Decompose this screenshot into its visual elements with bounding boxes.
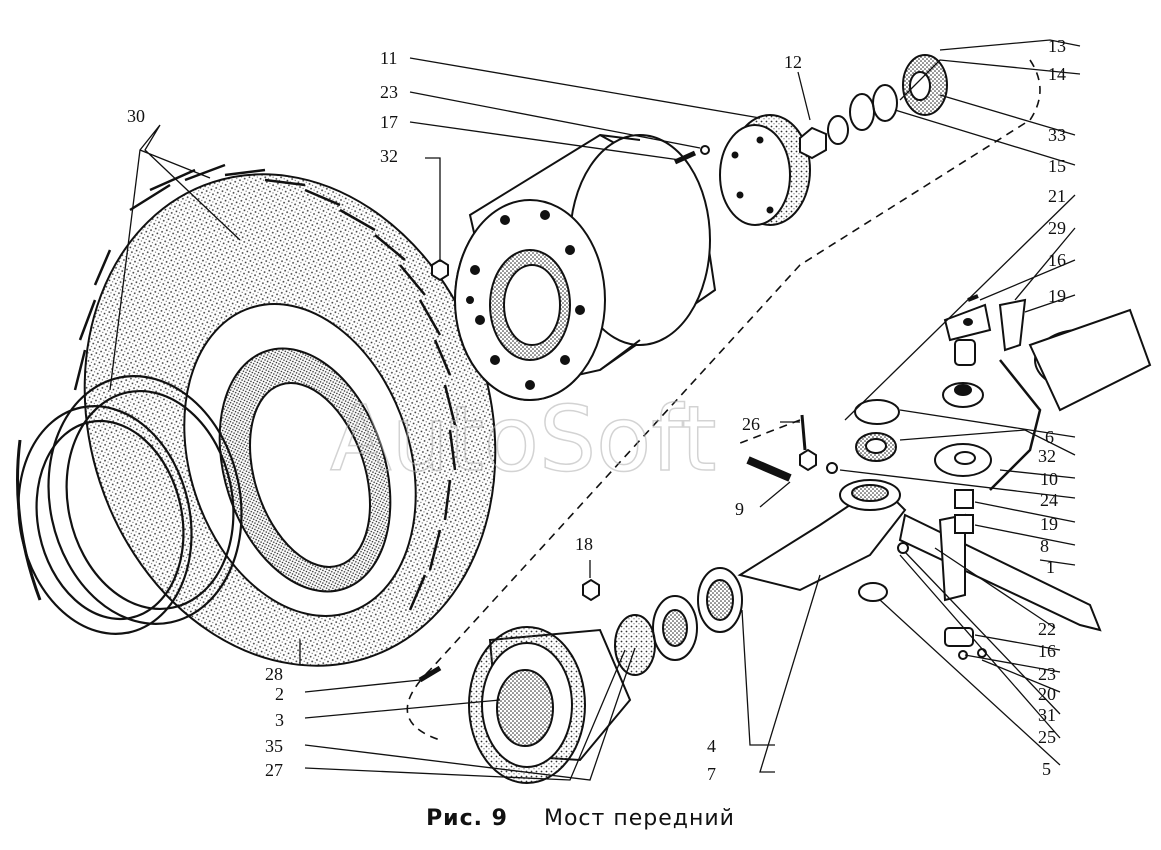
callout-15: 15 [1048, 156, 1066, 176]
callout-11: 11 [380, 48, 397, 68]
callout-21: 22 [1038, 619, 1056, 639]
figure-caption: Рис. 9 Мост передний [0, 806, 1161, 831]
fasteners [418, 145, 987, 683]
callout-10: 10 [1040, 469, 1058, 489]
callout-3: 3 [275, 710, 284, 730]
brake-flange [468, 626, 632, 784]
callout-17: 17 [380, 112, 398, 132]
callout-16b: 16 [1038, 641, 1056, 661]
figure-title: Мост передний [543, 806, 735, 831]
assembly-paths [406, 59, 1041, 741]
callout-23a: 23 [380, 82, 398, 102]
wheel-hub-drum [454, 133, 717, 401]
callout-29: 29 [1048, 218, 1066, 238]
king-pin-parts [934, 298, 1042, 534]
callout-20: 20 [1038, 684, 1056, 704]
callout-25: 25 [1038, 727, 1056, 747]
callout-13: 13 [1048, 36, 1066, 56]
callout-7: 7 [707, 764, 716, 784]
leader-lines [109, 39, 1081, 781]
rim-ring [16, 375, 243, 635]
tire [73, 163, 497, 667]
bearing-stack [799, 54, 948, 160]
callout-14: 14 [1048, 64, 1066, 84]
callout-12: 12 [784, 52, 802, 72]
callout-28: 28 [265, 664, 283, 684]
callout-5: 5 [1042, 759, 1051, 779]
callout-8: 8 [1040, 536, 1049, 556]
callout-31: 30 [127, 106, 145, 126]
callout-32: 32 [1038, 446, 1056, 466]
figure-number: Рис. 9 [426, 806, 508, 831]
callout-labels: 30 11 23 17 32 12 13 14 33 15 21 29 16 1… [127, 36, 1066, 784]
steering-knuckle [737, 308, 1152, 632]
callout-30: 31 [1038, 705, 1056, 725]
callout-9: 9 [735, 499, 744, 519]
callout-24: 24 [1040, 490, 1058, 510]
callout-33: 32 [380, 146, 398, 166]
callout-26: 26 [742, 414, 760, 434]
callout-6: 6 [1045, 427, 1054, 447]
callout-23b: 23 [1038, 664, 1056, 684]
watermark: AutoSoft [330, 387, 717, 492]
callout-4: 4 [707, 736, 716, 756]
seals [614, 399, 900, 676]
callout-2: 2 [275, 684, 284, 704]
callout-16a: 16 [1048, 250, 1066, 270]
callout-19a: 19 [1048, 286, 1066, 306]
hub-cap [719, 114, 811, 226]
callout-19b: 19 [1040, 514, 1058, 534]
callout-18: 18 [575, 534, 593, 554]
callout-1: 1 [1046, 557, 1055, 577]
callout-34: 33 [1048, 125, 1066, 145]
callout-35: 35 [265, 736, 283, 756]
callout-22: 21 [1048, 186, 1066, 206]
callout-27: 27 [265, 760, 283, 780]
